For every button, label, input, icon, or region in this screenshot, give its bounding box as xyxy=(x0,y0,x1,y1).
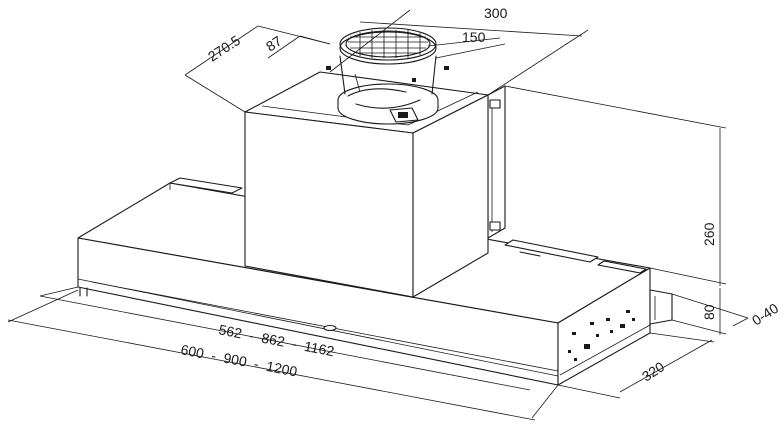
dim-80-label: 80 xyxy=(701,304,717,320)
dim-260-label: 260 xyxy=(701,222,717,246)
box-side-face xyxy=(412,94,489,298)
dim-150-label: 150 xyxy=(462,29,486,45)
dim-87-label: 87 xyxy=(263,32,285,54)
dim-270-label: 270.5 xyxy=(205,32,243,65)
wall-plate xyxy=(487,85,506,239)
dim-320-label: 320 xyxy=(639,358,667,384)
dimension-lines xyxy=(7,9,749,421)
dim-300-label: 300 xyxy=(484,5,508,21)
box-front-face xyxy=(244,111,414,298)
dim-gap-label: 0-40 xyxy=(749,300,781,329)
duct-collar xyxy=(326,27,449,125)
